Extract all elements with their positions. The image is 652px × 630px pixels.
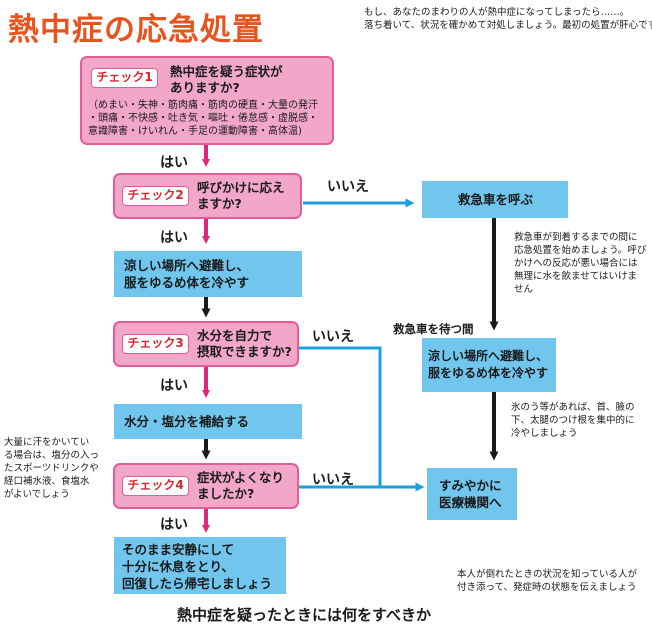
hydrate-action-box: 水分・塩分を補給する (114, 404, 302, 439)
check1-box: チェック1 熱中症を疑う症状が ありますか? （めまい・失神・筋肉痛・筋肉の硬直… (80, 56, 334, 145)
yes-label: はい (160, 230, 188, 246)
action-line: すみやかに (439, 478, 502, 493)
symptom-line: 意識障害・けいれん・手足の運動障害・高体温) (88, 126, 302, 137)
no-label: いいえ (312, 472, 354, 488)
note-line: がよいでしょう (4, 489, 70, 500)
intro-text: もし、あなたのまわりの人が熱中症になってしまったら……。 落ち着いて、状況を確か… (364, 6, 652, 32)
action-line: 十分に休息をとり、 (122, 559, 235, 574)
question-line: 症状がよくなり (197, 470, 284, 485)
wait-ambulance-label: 救急車を待つ間 (393, 322, 474, 336)
note-line: かけへの反応が悪い場合には (514, 258, 638, 269)
action-line: そのまま安静にして (122, 542, 235, 557)
hospital-text: すみやかに 医療機関へ (439, 477, 502, 511)
check3-question: 水分を自力で 摂取できますか? (197, 328, 292, 360)
question-line: 呼びかけに応え (197, 180, 285, 195)
note-line: 大量に汗をかいてい (4, 437, 90, 448)
symptom-line: ・頭痛・不快感・吐き気・嘔吐・倦怠感・虚脱感・ (88, 113, 318, 124)
question-line: ますか? (197, 196, 242, 211)
note-line: 無理に水を飲ませてはいけま (514, 271, 638, 282)
question-line: 摂取できますか? (197, 344, 292, 359)
yes-label: はい (160, 378, 188, 394)
yes-label: はい (160, 155, 188, 171)
cool-action-text-2: 涼しい場所へ避難し、 服をゆるめ体を冷やす (428, 348, 548, 382)
rest-action-box: そのまま安静にして 十分に休息をとり、 回復したら帰宅しましょう (114, 537, 286, 594)
check4-badge: チェック4 (122, 476, 189, 496)
sweat-note: 大量に汗をかいてい る場合は、塩分の入っ たスポーツドリンクや 経口補水液、食塩… (4, 436, 99, 501)
cool-action-box: 涼しい場所へ避難し、 服をゆるめ体を冷やす (114, 251, 302, 297)
action-line: 医療機関へ (439, 495, 502, 510)
action-line: 回復したら帰宅しましょう (122, 576, 273, 591)
question-line: ましたか? (197, 486, 255, 501)
check2-badge: チェック2 (122, 186, 189, 206)
action-line: 涼しい場所へ避難し、 (124, 258, 250, 273)
page-title: 熱中症の応急処置 (8, 12, 264, 48)
note-line: 経口補水液、食塩水 (4, 476, 90, 487)
check1-badge: チェック1 (91, 68, 158, 88)
yes-label: はい (160, 517, 188, 533)
check4-box: チェック4 症状がよくなり ましたか? (113, 463, 299, 509)
hydrate-action-text: 水分・塩分を補給する (124, 414, 250, 429)
question-line: 熱中症を疑う症状が (170, 64, 283, 79)
ice-note: 氷のう等があれば、首、腋の 下、太腿のつけ根を集中的に 冷やしましょう (511, 401, 635, 440)
witness-note: 本人が倒れたときの状況を知っている人が 付き添って、発症時の状態を伝えましょう (457, 568, 637, 594)
check4-question: 症状がよくなり ましたか? (197, 470, 284, 502)
rest-action-text: そのまま安静にして 十分に休息をとり、 回復したら帰宅しましょう (122, 541, 272, 592)
check2-box: チェック2 呼びかけに応え ますか? (113, 173, 302, 219)
intro-line: 落ち着いて、状況を確かめて対処しましょう。最初の処置が肝心です。 (364, 20, 652, 31)
question-line: 水分を自力で (197, 328, 273, 343)
hospital-box: すみやかに 医療機関へ (427, 468, 517, 520)
no-line-check3 (299, 346, 382, 487)
note-line: せん (514, 284, 534, 295)
note-line: 冷やしましょう (511, 428, 578, 439)
no-label: いいえ (312, 329, 354, 345)
diagram-caption: 熱中症を疑ったときには何をすべきか (177, 606, 431, 624)
action-line: 服をゆるめ体を冷やす (428, 366, 549, 380)
note-line: 付き添って、発症時の状態を伝えましょう (457, 582, 637, 593)
cool-action-text: 涼しい場所へ避難し、 服をゆるめ体を冷やす (124, 257, 249, 291)
no-label: いいえ (327, 179, 369, 195)
intro-line: もし、あなたのまわりの人が熱中症になってしまったら……。 (364, 7, 630, 18)
check2-question: 呼びかけに応え ますか? (197, 180, 285, 212)
note-line: たスポーツドリンクや (4, 463, 99, 474)
note-line: 下、太腿のつけ根を集中的に (511, 415, 635, 426)
note-line: 応急処置を始めましょう。呼び (514, 245, 647, 256)
action-line: 涼しい場所へ避難し、 (428, 349, 549, 363)
note-line: 救急車が到着するまでの間に (514, 232, 638, 243)
note-line: る場合は、塩分の入っ (4, 450, 100, 461)
check1-symptoms: （めまい・失神・筋肉痛・筋肉の硬直・大量の発汗 ・頭痛・不快感・吐き気・嘔吐・倦… (88, 99, 318, 138)
ambulance-note: 救急車が到着するまでの間に 応急処置を始めましょう。呼び かけへの反応が悪い場合… (514, 231, 646, 296)
note-line: 本人が倒れたときの状況を知っている人が (457, 569, 638, 580)
check3-badge: チェック3 (122, 334, 189, 354)
check3-box: チェック3 水分を自力で 摂取できますか? (113, 321, 299, 367)
question-line: ありますか? (170, 80, 240, 95)
ambulance-box: 救急車を呼ぶ (422, 181, 568, 218)
action-line: 服をゆるめ体を冷やす (124, 275, 250, 290)
symptom-line: （めまい・失神・筋肉痛・筋肉の硬直・大量の発汗 (88, 100, 318, 111)
cool-action-box-2: 涼しい場所へ避難し、 服をゆるめ体を冷やす (422, 338, 556, 392)
ambulance-text: 救急車を呼ぶ (458, 192, 534, 207)
note-line: 氷のう等があれば、首、腋の (511, 402, 635, 413)
check1-question: 熱中症を疑う症状が ありますか? (170, 64, 283, 96)
